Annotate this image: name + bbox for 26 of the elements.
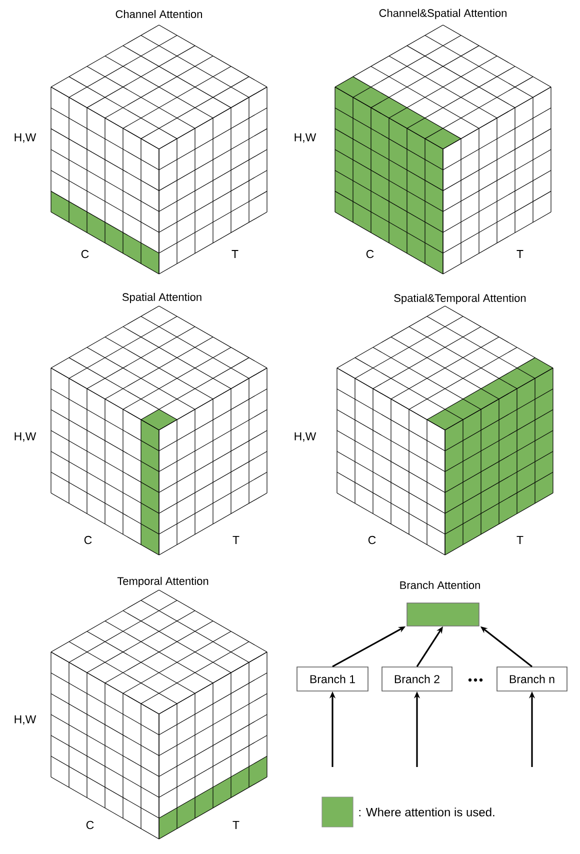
panel-title: Spatial&Temporal Attention bbox=[394, 294, 526, 304]
axis-label: C bbox=[86, 820, 94, 830]
branch-box: Branch 1 bbox=[296, 666, 368, 692]
axis-label: H,W bbox=[14, 432, 36, 442]
axis-label: H,W bbox=[14, 133, 36, 143]
branch-box: Branch 2 bbox=[382, 666, 452, 692]
axis-label: T bbox=[232, 821, 240, 829]
branch-box: Branch n bbox=[496, 666, 568, 692]
axis-label: T bbox=[232, 250, 238, 258]
panel-title: Channel Attention bbox=[116, 10, 202, 18]
legend-text: : Where attention is used. bbox=[359, 808, 494, 816]
axis-label: H,W bbox=[294, 133, 316, 143]
panel-title: Branch Attention bbox=[400, 580, 480, 590]
axis-label: H,W bbox=[14, 715, 36, 725]
panel-title: Spatial Attention bbox=[122, 292, 202, 304]
panel-title: Channel&Spatial Attention bbox=[379, 8, 506, 20]
axis-label: C bbox=[366, 250, 374, 258]
axis-label: C bbox=[84, 536, 92, 544]
attention-box bbox=[406, 602, 480, 626]
axis-label: C bbox=[81, 250, 89, 258]
axis-label: T bbox=[516, 250, 524, 258]
panel-title: Temporal Attention bbox=[117, 576, 208, 588]
axis-label: T bbox=[232, 536, 240, 544]
axis-label: T bbox=[516, 536, 524, 544]
axis-label: C bbox=[368, 536, 376, 544]
axis-label: H,W bbox=[294, 432, 316, 442]
